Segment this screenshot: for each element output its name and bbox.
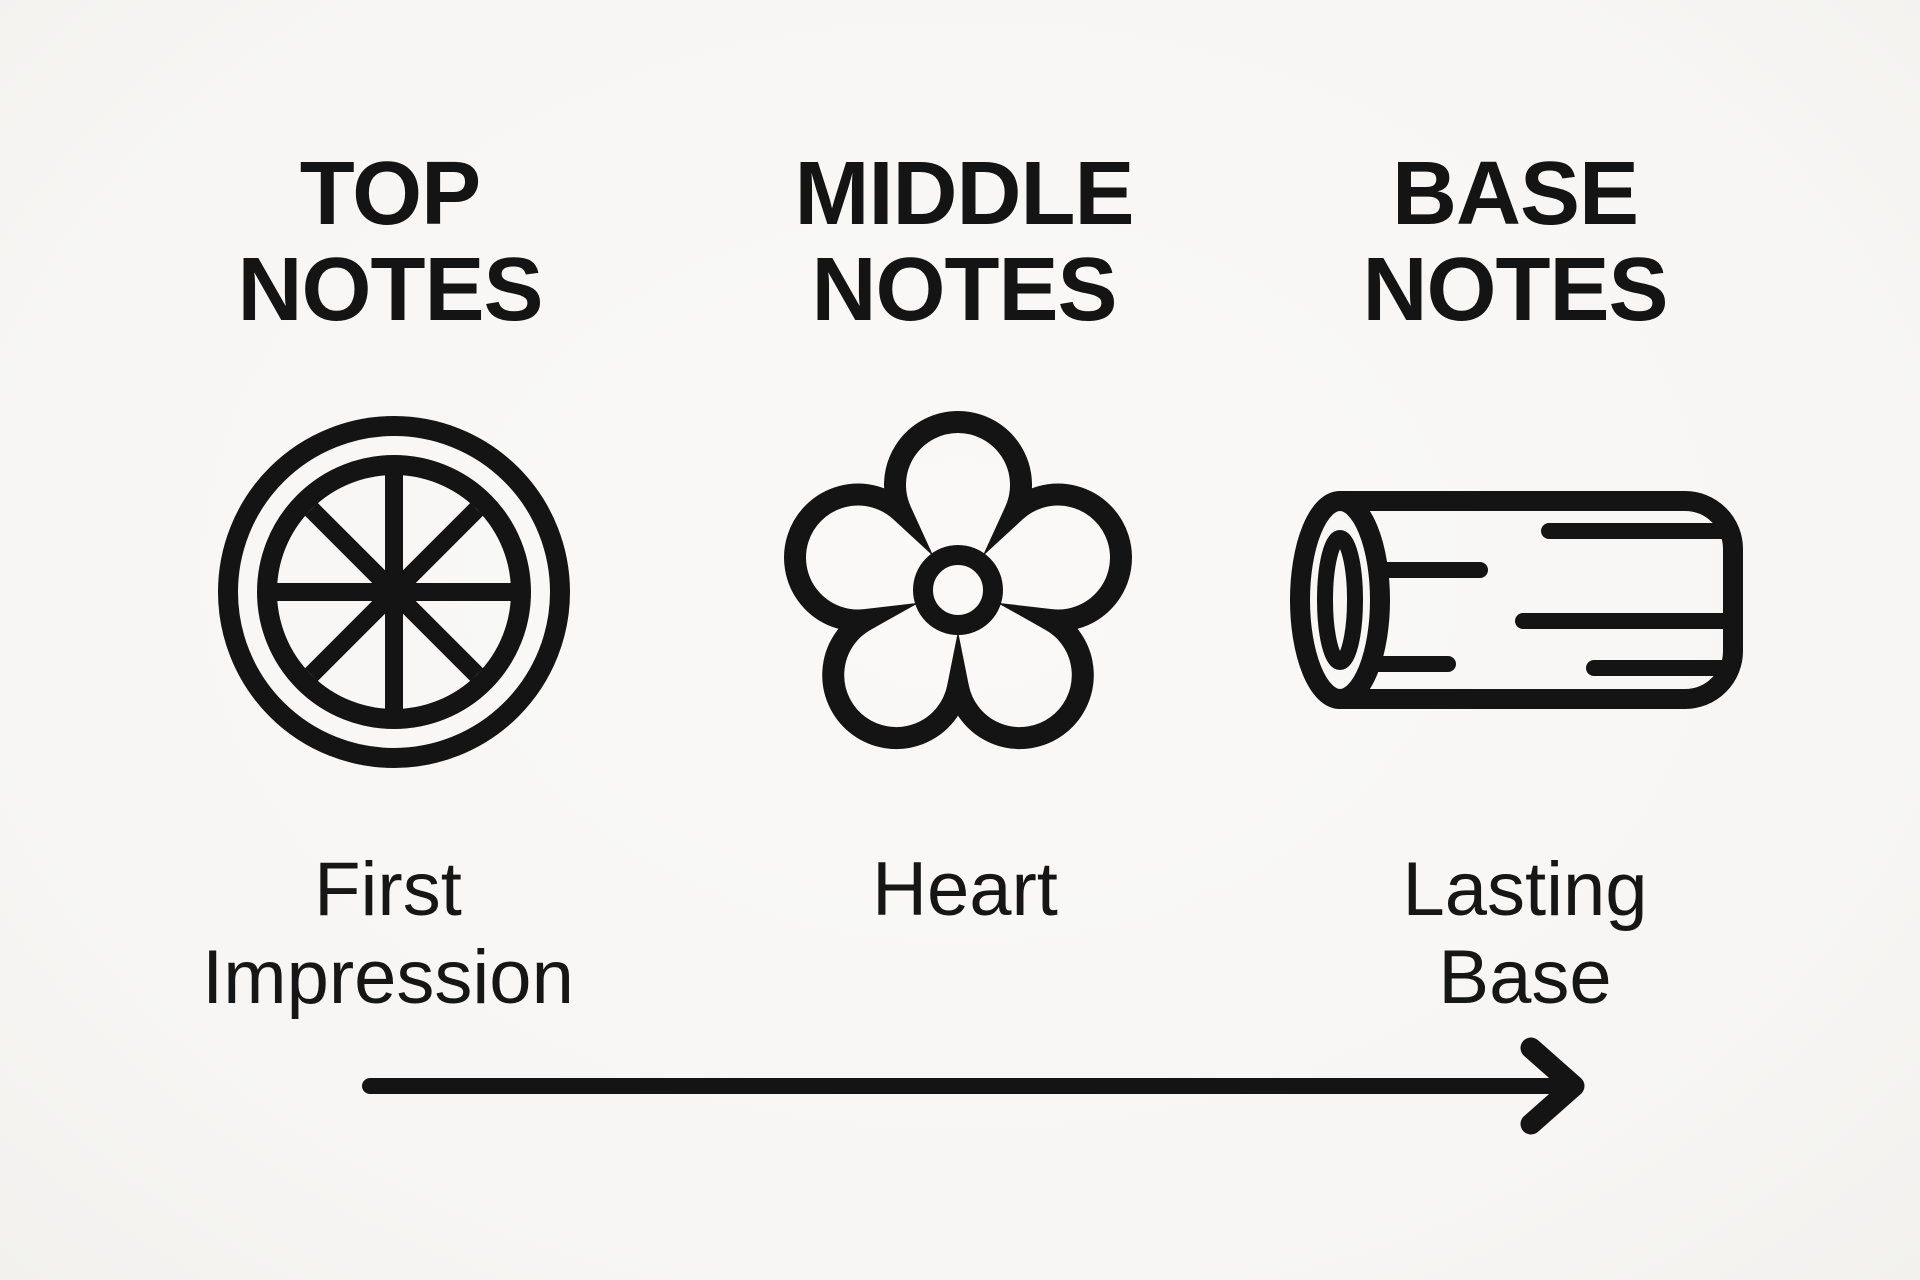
log-icon bbox=[1290, 491, 1743, 709]
citrus-slice-icon bbox=[218, 416, 570, 768]
top-notes-label: First Impression bbox=[202, 847, 574, 1020]
middle-notes-heading: MIDDLE NOTES bbox=[794, 144, 1135, 340]
arrow-right-icon bbox=[362, 1037, 1585, 1135]
top-notes-heading: TOP NOTES bbox=[237, 144, 543, 340]
base-notes-label: Lasting Base bbox=[1402, 847, 1648, 1020]
base-notes-heading: BASE NOTES bbox=[1362, 144, 1668, 340]
flower-icon bbox=[784, 411, 1132, 749]
middle-notes-label: Heart bbox=[872, 847, 1058, 932]
